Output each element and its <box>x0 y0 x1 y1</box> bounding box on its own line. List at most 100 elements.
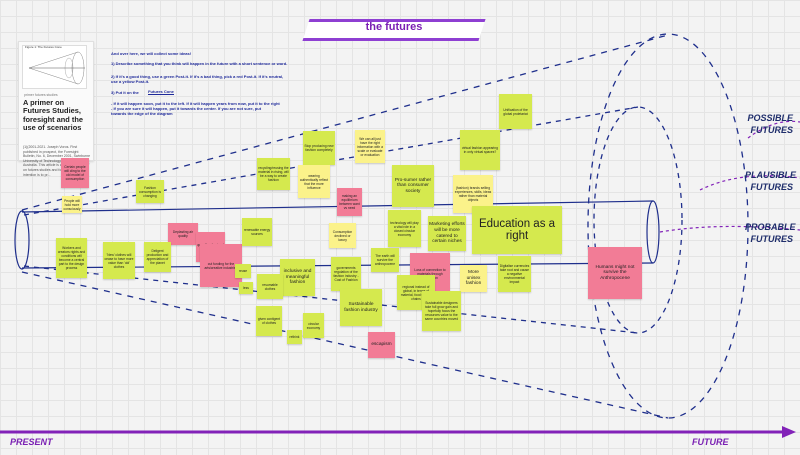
possible-futures-label: POSSIBLE FUTURES <box>745 112 793 136</box>
note-text: Sustainable fashion industry <box>344 301 378 313</box>
note-text: cut funding for the arts/creative indust… <box>204 261 238 270</box>
note-text: governments regulation of the fashion in… <box>333 266 359 282</box>
sticky-note-green[interactable]: less <box>239 282 253 294</box>
note-text: Deligent production and appreciation of … <box>146 249 169 265</box>
card-source[interactable]: primer futures studies <box>24 93 58 97</box>
sticky-note-yellow[interactable]: We can all just have the right informati… <box>355 130 385 163</box>
probable-futures-text: PROBABLE FUTURES <box>745 222 796 244</box>
note-text: Unification of the global proletariat <box>503 107 528 116</box>
note-text: Consumption declined or luxury <box>332 229 353 242</box>
instructions-step1: 1) Describe something that you think wil… <box>111 61 288 66</box>
note-text: Pro-sumer rather than consumer society <box>394 177 432 194</box>
sticky-note-green[interactable]: reuse <box>235 264 251 278</box>
note-text: less <box>243 286 249 290</box>
sticky-note-red[interactable]: making an equilibrium between want vs ne… <box>337 188 362 216</box>
sticky-note-green[interactable]: given contigent of clothes <box>256 306 282 336</box>
note-text: rethink <box>289 335 300 339</box>
sticky-note-green[interactable]: virtual fashion appearing in only virtua… <box>460 130 500 170</box>
sticky-note-green[interactable]: Fashion consumption is changing <box>136 180 164 203</box>
sticky-note-yellow[interactable]: More unisex fashion <box>460 265 487 292</box>
sticky-note-green[interactable]: Sustainable designers take full grow gai… <box>422 291 461 331</box>
probable-pointer <box>659 225 800 233</box>
card-figure-title: Figure 1: The Futures Cone <box>25 45 62 49</box>
note-text: Sustainable designers take full grow gai… <box>424 301 459 321</box>
sticky-note-green[interactable]: recycling/reusing the material in rising… <box>257 158 290 190</box>
cone-outer-ellipse <box>587 33 749 419</box>
card-title[interactable]: A primer on Futures Studies, foresight a… <box>23 98 83 132</box>
present-label: PRESENT <box>10 437 53 447</box>
board-title: the futures <box>365 21 423 33</box>
card-thumbnail <box>22 45 87 89</box>
cone-middle-ellipse <box>593 106 683 334</box>
sticky-note-green[interactable]: Digitalise currencies take root and caus… <box>498 256 531 292</box>
sticky-note-red[interactable]: Certain people will cling to the old mod… <box>61 158 89 188</box>
plausible-futures-text: PLAUSIBLE FUTURES <box>745 170 797 192</box>
note-text: Certain people will cling to the old mod… <box>64 165 86 181</box>
sticky-note-green[interactable]: Pro-sumer rather than consumer society <box>392 165 434 207</box>
sticky-note-red[interactable]: escapism <box>368 332 395 358</box>
note-text: More unisex fashion <box>465 270 482 287</box>
note-text: resumable clothes <box>262 282 278 291</box>
sticky-note-yellow[interactable]: Consumption declined or luxury <box>329 223 356 248</box>
sticky-note-green[interactable]: inclusive and meaningful fashion <box>280 259 315 296</box>
sticky-note-green[interactable]: rethink <box>287 330 302 344</box>
futures-cone-link[interactable]: Futures Cone <box>148 89 174 95</box>
note-text: technology will play a vital role in a c… <box>390 220 419 237</box>
article-link-card[interactable]: Figure 1: The Futures Cone primer future… <box>18 41 94 177</box>
note-text: wearing authentically reflect that the m… <box>299 173 329 190</box>
sticky-note-red[interactable]: Humans might not survive the Anthropocen… <box>588 247 642 299</box>
card-body: (1)(2001-2021. Joseph Voros. First publi… <box>23 145 91 177</box>
note-text: The earth will survive the anthropocene <box>374 254 396 266</box>
plausible-futures-label: PLAUSIBLE FUTURES <box>745 169 797 193</box>
instructions-step3-prefix: 3) Put it on the <box>111 90 139 95</box>
note-text: Humans might not survive the Anthropocen… <box>595 264 635 281</box>
note-text: recycling/reusing the material in rising… <box>258 166 289 182</box>
sticky-note-red[interactable]: Deplasting air quality <box>168 223 198 245</box>
futures-cone-thumbnail <box>28 51 85 85</box>
note-text: reuse <box>238 269 248 273</box>
note-text: We can all just have the right informati… <box>357 136 383 157</box>
note-text: Fashion consumption is changing <box>139 185 161 198</box>
time-axis-arrowhead <box>782 426 796 438</box>
sticky-note-green[interactable]: 'New' clothes will cease to have more va… <box>103 242 135 279</box>
sticky-note-green[interactable]: governments regulation of the fashion in… <box>331 257 361 291</box>
sticky-note-green[interactable]: circular economy <box>303 313 324 338</box>
instructions-step2: 2) If it's a good thing, use a green Pos… <box>111 74 284 84</box>
sticky-note-green[interactable]: Workers and creators rights and conditio… <box>56 238 87 278</box>
note-text: Deplasting air quality <box>172 230 194 238</box>
sticky-note-green[interactable]: Marketing efforts will be more catered t… <box>428 216 466 251</box>
note-text: People will hold more consciously <box>63 198 81 211</box>
sticky-note-green[interactable]: Education as a right <box>472 206 562 254</box>
sticky-note-green[interactable]: technology will play a vital role in a c… <box>388 210 421 247</box>
possible-futures-text: POSSIBLE FUTURES <box>747 113 793 135</box>
sticky-note-green[interactable]: The earth will survive the anthropocene <box>371 248 399 272</box>
possible-pointer <box>747 120 800 139</box>
cone-outer-bottom-line <box>21 271 669 419</box>
note-text: 'New' clothes will cease to have more va… <box>104 252 134 269</box>
note-text: circular economy <box>306 321 321 330</box>
sticky-note-green[interactable]: Deligent production and appreciation of … <box>144 242 171 272</box>
sticky-note-green[interactable]: renewable energy sources <box>242 218 272 246</box>
sticky-note-yellow[interactable]: wearing authentically reflect that the m… <box>298 165 330 198</box>
cylinder-start-ellipse <box>14 210 30 270</box>
note-text: escapism <box>371 342 392 348</box>
sticky-note-yellow[interactable]: People will hold more consciously <box>62 196 82 213</box>
note-text: Workers and creators rights and conditio… <box>57 246 86 270</box>
note-text: Digitalise currencies take root and caus… <box>499 264 530 284</box>
instructions-intro: And over here, we will collect some idea… <box>111 51 192 56</box>
sticky-note-green[interactable]: Unification of the global proletariat <box>499 94 532 129</box>
sticky-note-green[interactable]: Stop producing new fashion completely <box>303 131 335 165</box>
cylinder-end-ellipse <box>646 200 660 264</box>
instructions-step3: - If it will happen soon, put it to the … <box>111 101 280 116</box>
note-text: Stop producing new fashion completely <box>304 144 334 152</box>
sticky-note-green[interactable]: Sustainable fashion industry <box>340 289 382 326</box>
note-text: making an equilibrium between want vs ne… <box>339 194 360 210</box>
note-text: regional instead of global, in terms of … <box>400 284 432 301</box>
note-text: inclusive and meaningful fashion <box>283 269 312 286</box>
sticky-note-green[interactable]: resumable clothes <box>257 274 283 299</box>
note-text: Education as a right <box>478 217 556 243</box>
probable-futures-label: PROBABLE FUTURES <box>745 221 796 245</box>
note-text: virtual fashion appearing in only virtua… <box>462 146 498 154</box>
note-text: given contigent of clothes <box>257 317 281 325</box>
